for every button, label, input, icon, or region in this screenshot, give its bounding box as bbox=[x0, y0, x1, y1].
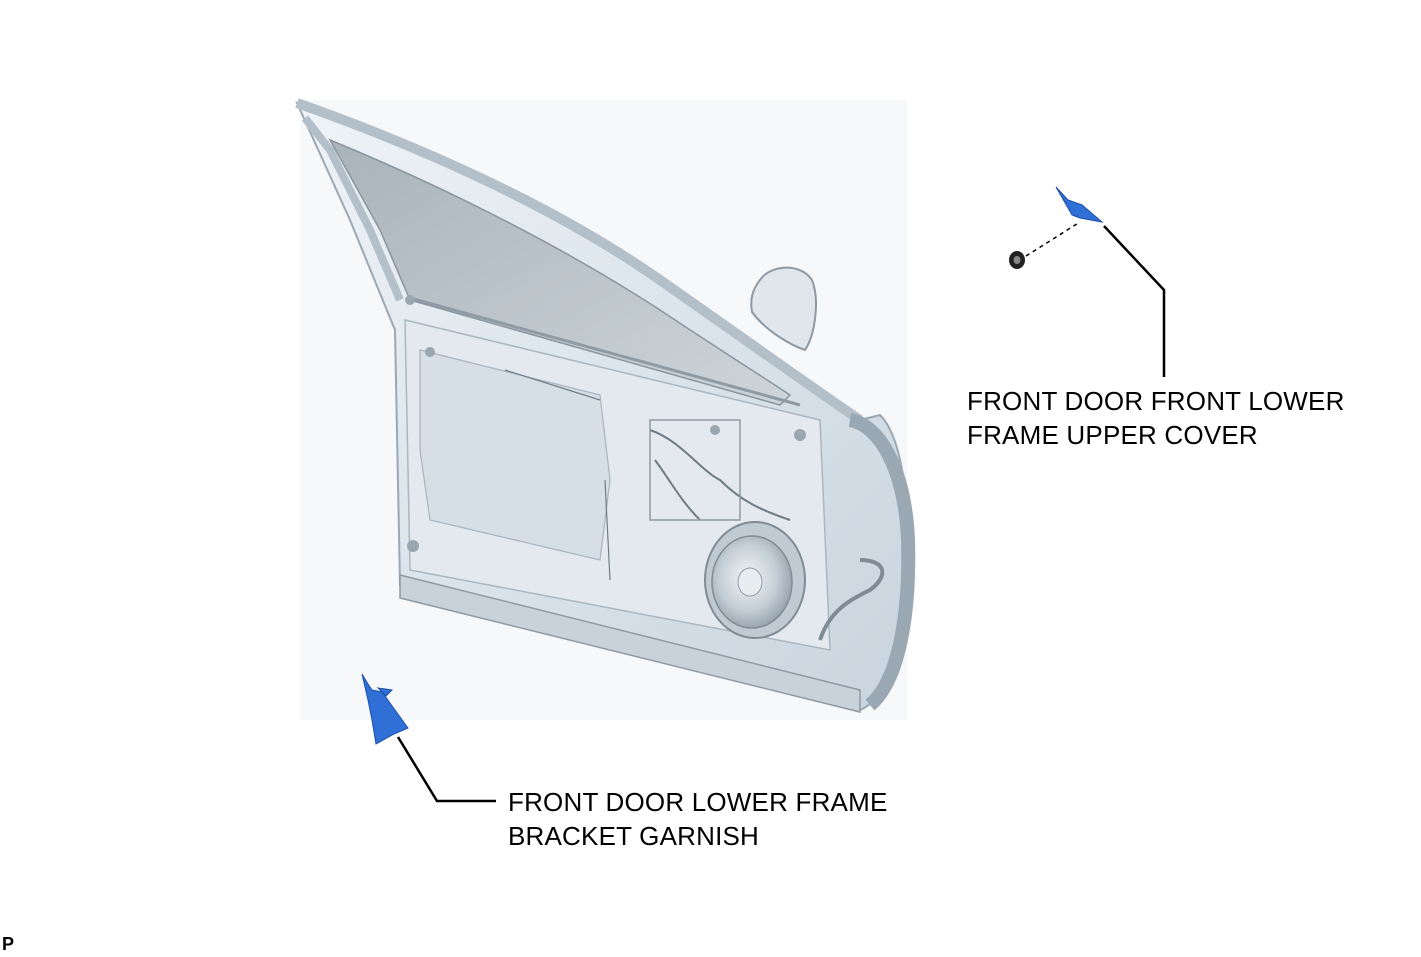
leader-line-bracket-garnish bbox=[396, 736, 496, 803]
install-direction-line bbox=[1025, 221, 1081, 257]
bracket-garnish-part-icon bbox=[361, 673, 409, 745]
callout-bracket-garnish-line1: FRONT DOOR LOWER FRAME bbox=[508, 787, 888, 817]
door-assembly-icon bbox=[295, 98, 916, 713]
callout-bracket-garnish: FRONT DOOR LOWER FRAME BRACKET GARNISH bbox=[508, 785, 887, 853]
leader-line-upper-cover bbox=[1103, 225, 1166, 377]
nut-fastener-icon bbox=[1009, 251, 1025, 269]
callout-bracket-garnish-line2: BRACKET GARNISH bbox=[508, 821, 760, 851]
corner-code: P bbox=[2, 934, 15, 954]
callout-upper-cover: FRONT DOOR FRONT LOWER FRAME UPPER COVER bbox=[967, 384, 1345, 452]
upper-cover-part-icon bbox=[1055, 186, 1104, 223]
callout-upper-cover-line2: FRAME UPPER COVER bbox=[967, 420, 1258, 450]
callout-upper-cover-line1: FRONT DOOR FRONT LOWER bbox=[967, 386, 1345, 416]
